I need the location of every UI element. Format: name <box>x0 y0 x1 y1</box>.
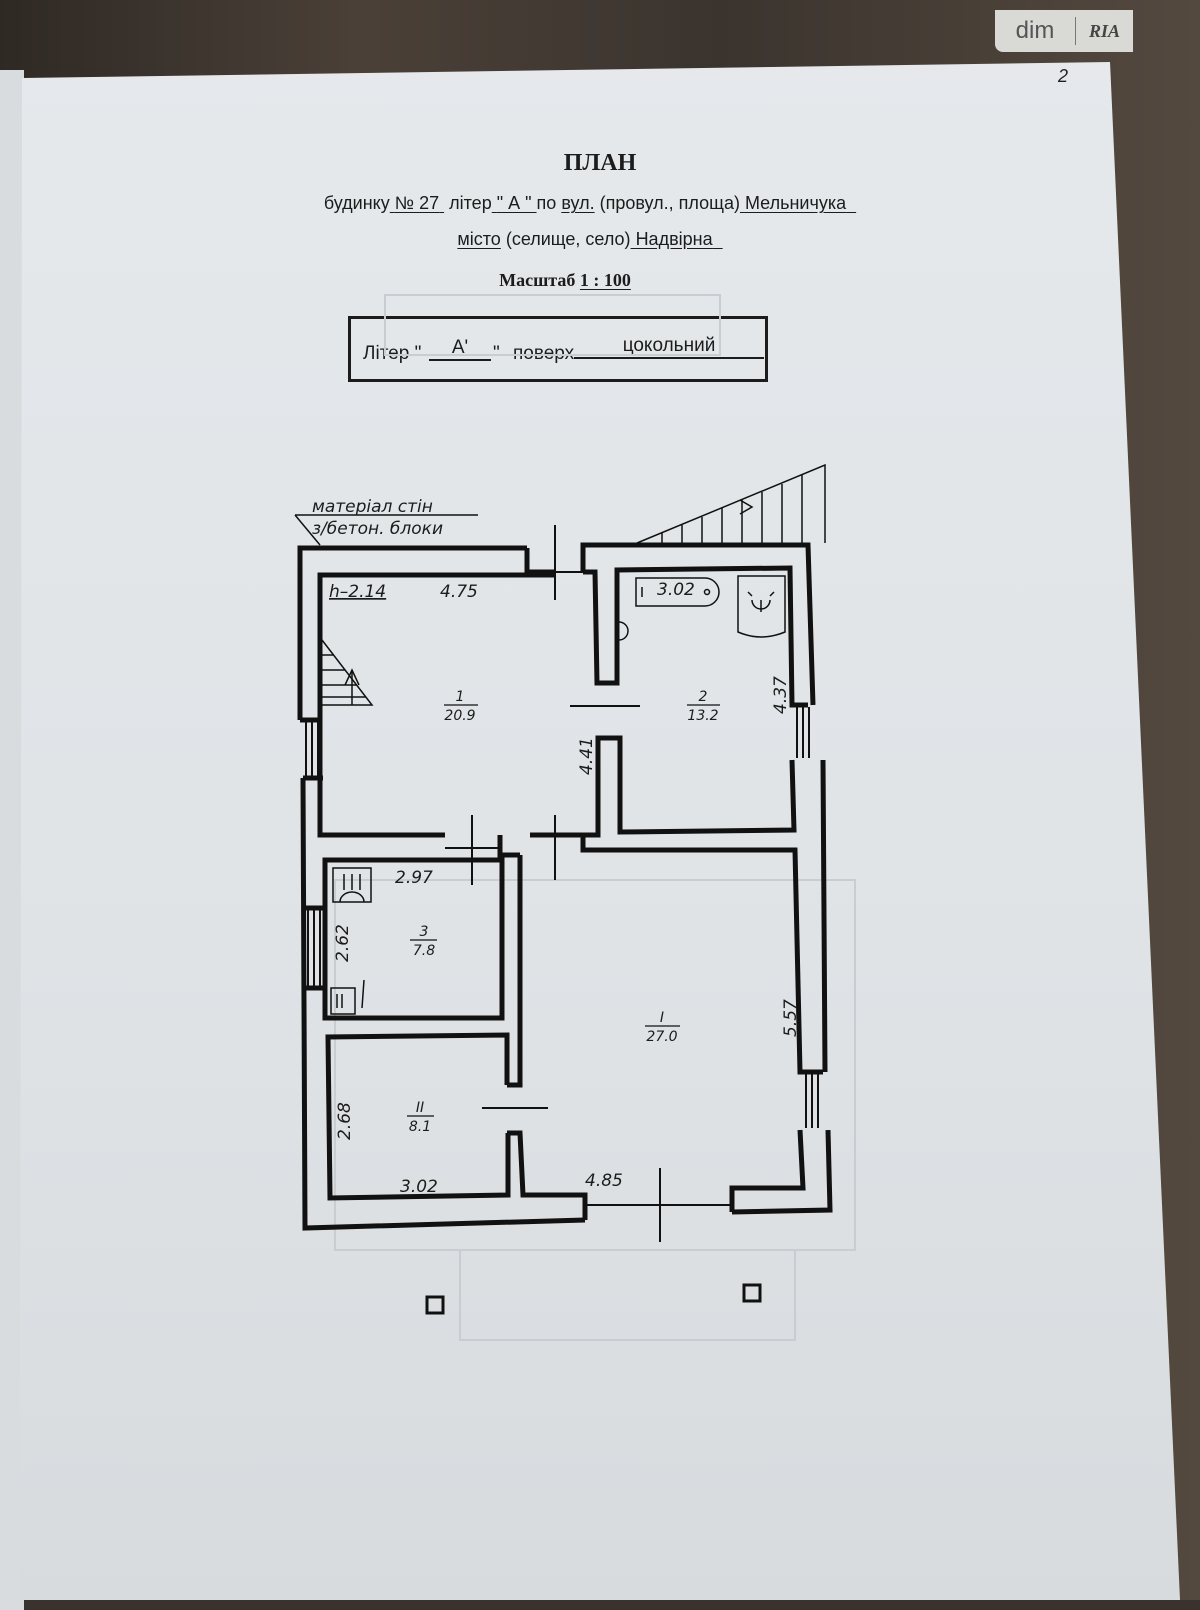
room-II-wall <box>325 1032 511 1201</box>
room-I-wall <box>507 1130 588 1220</box>
room-label-3: 3 7.8 <box>410 924 437 959</box>
window <box>307 910 321 986</box>
city-type: місто <box>457 229 501 249</box>
door-markers <box>445 525 732 1242</box>
room-label-II: II 8.1 <box>407 1100 434 1135</box>
dimension-roomII-width: 3.02 <box>400 1177 438 1197</box>
window <box>805 1074 819 1128</box>
watermark-logo: dim RIA <box>995 10 1133 52</box>
room-area: 7.8 <box>413 943 435 959</box>
faint-bleedthrough-lines <box>334 294 856 1341</box>
outer-wall <box>731 1129 833 1215</box>
floor-label: поверх <box>513 343 575 364</box>
gas-meter-icon <box>361 979 365 1009</box>
document-title: ПЛАН <box>563 150 637 176</box>
boiler-icon <box>332 867 372 903</box>
scale-label: Масштаб <box>499 270 576 290</box>
room-I-wall <box>580 835 823 1075</box>
room-area: 8.1 <box>409 1119 431 1135</box>
stove-icon <box>330 987 356 1015</box>
dimension-room3-length: 2.62 <box>333 924 353 962</box>
quote-close: " <box>493 343 500 364</box>
watermark-dim: dim <box>995 17 1076 45</box>
room-number: 1 <box>456 689 465 705</box>
city-line: місто (селище, село) Надвірна <box>0 229 1190 250</box>
room-number: I <box>660 1010 664 1026</box>
floor-info-box: Літер " А' " поверх цокольний <box>348 316 768 382</box>
fixtures <box>330 575 786 1015</box>
floor-value: цокольний <box>574 335 764 359</box>
room-label-2: 2 13.2 <box>687 689 720 724</box>
room-label-1: 1 20.9 <box>444 689 478 724</box>
underlying-sheet <box>0 70 24 1610</box>
dimension-roomI-length: 5.57 <box>781 999 801 1037</box>
shower-icon <box>737 575 786 638</box>
outer-wall <box>297 545 527 720</box>
room-1-wall <box>317 572 555 838</box>
indoor-stairs <box>321 639 374 706</box>
city-alt-label: (селище, село) <box>505 229 631 249</box>
column-markers <box>425 1283 762 1315</box>
room-label-I: I 27.0 <box>645 1010 680 1045</box>
outdoor-stairs <box>636 463 826 544</box>
house-number: № 27 <box>394 193 440 213</box>
street-name: Мельничука <box>744 193 847 213</box>
house-label: будинку <box>323 193 390 213</box>
floor-letter-label: Літер " <box>363 343 422 364</box>
scale-value: 1 : 100 <box>579 270 631 290</box>
room-2-wall <box>530 735 797 838</box>
street-type: вул. <box>561 193 595 213</box>
dimension-room3-width: 2.97 <box>395 868 433 888</box>
bathtub-icon <box>635 577 720 607</box>
dimension-roomI-width: 4.85 <box>585 1171 623 1191</box>
ceiling-height: h–2.14 <box>329 582 386 602</box>
outer-wall <box>524 548 555 575</box>
dimension-roomII-length: 2.68 <box>335 1102 355 1140</box>
room-area: 20.9 <box>444 708 475 724</box>
dimension-bath-width: 3.02 <box>657 580 695 600</box>
room-1-wall <box>497 835 520 858</box>
letter-label: літер <box>449 193 492 213</box>
window <box>305 722 319 776</box>
room-area: 13.2 <box>687 708 718 724</box>
room-I-wall <box>507 855 523 1088</box>
column-icon <box>742 1283 762 1303</box>
street-alt-label: (провул., площа) <box>599 193 740 213</box>
dimension-room2-length: 4.37 <box>771 676 791 714</box>
outer-wall <box>580 542 816 706</box>
outer-wall <box>300 777 586 1231</box>
floor-letter-value: А' <box>429 337 491 361</box>
wall-material-label: матеріал стін <box>312 497 433 517</box>
walls <box>297 542 833 1231</box>
drain-icon <box>703 588 711 596</box>
letter-value: " А " <box>496 193 532 213</box>
stairs-arrow-icon <box>739 499 754 515</box>
scale-line: Масштаб 1 : 100 <box>0 270 1165 291</box>
room-I-wall <box>729 1129 806 1212</box>
sink-icon <box>618 621 629 641</box>
window <box>796 707 810 758</box>
room-number: 2 <box>699 689 708 705</box>
room-3-wall <box>322 857 505 1021</box>
room-2-wall <box>583 565 808 708</box>
page-number: 2 <box>1058 66 1069 86</box>
watermark-ria: RIA <box>1088 20 1121 41</box>
windows <box>305 707 819 1128</box>
room-number: II <box>416 1100 424 1116</box>
room-number: 3 <box>420 924 429 940</box>
outer-wall <box>820 759 828 1073</box>
column-icon <box>425 1295 445 1315</box>
by-label: по <box>536 193 557 213</box>
wall-material-value: з/бетон. блоки <box>312 519 443 539</box>
dimension-room1-width: 4.75 <box>440 582 478 602</box>
dimension-room1-length: 4.41 <box>577 737 597 775</box>
room-area: 27.0 <box>646 1029 677 1045</box>
address-line: будинку № 27 літер " А " по вул. (провул… <box>0 193 1190 214</box>
city-name: Надвірна <box>635 229 713 249</box>
